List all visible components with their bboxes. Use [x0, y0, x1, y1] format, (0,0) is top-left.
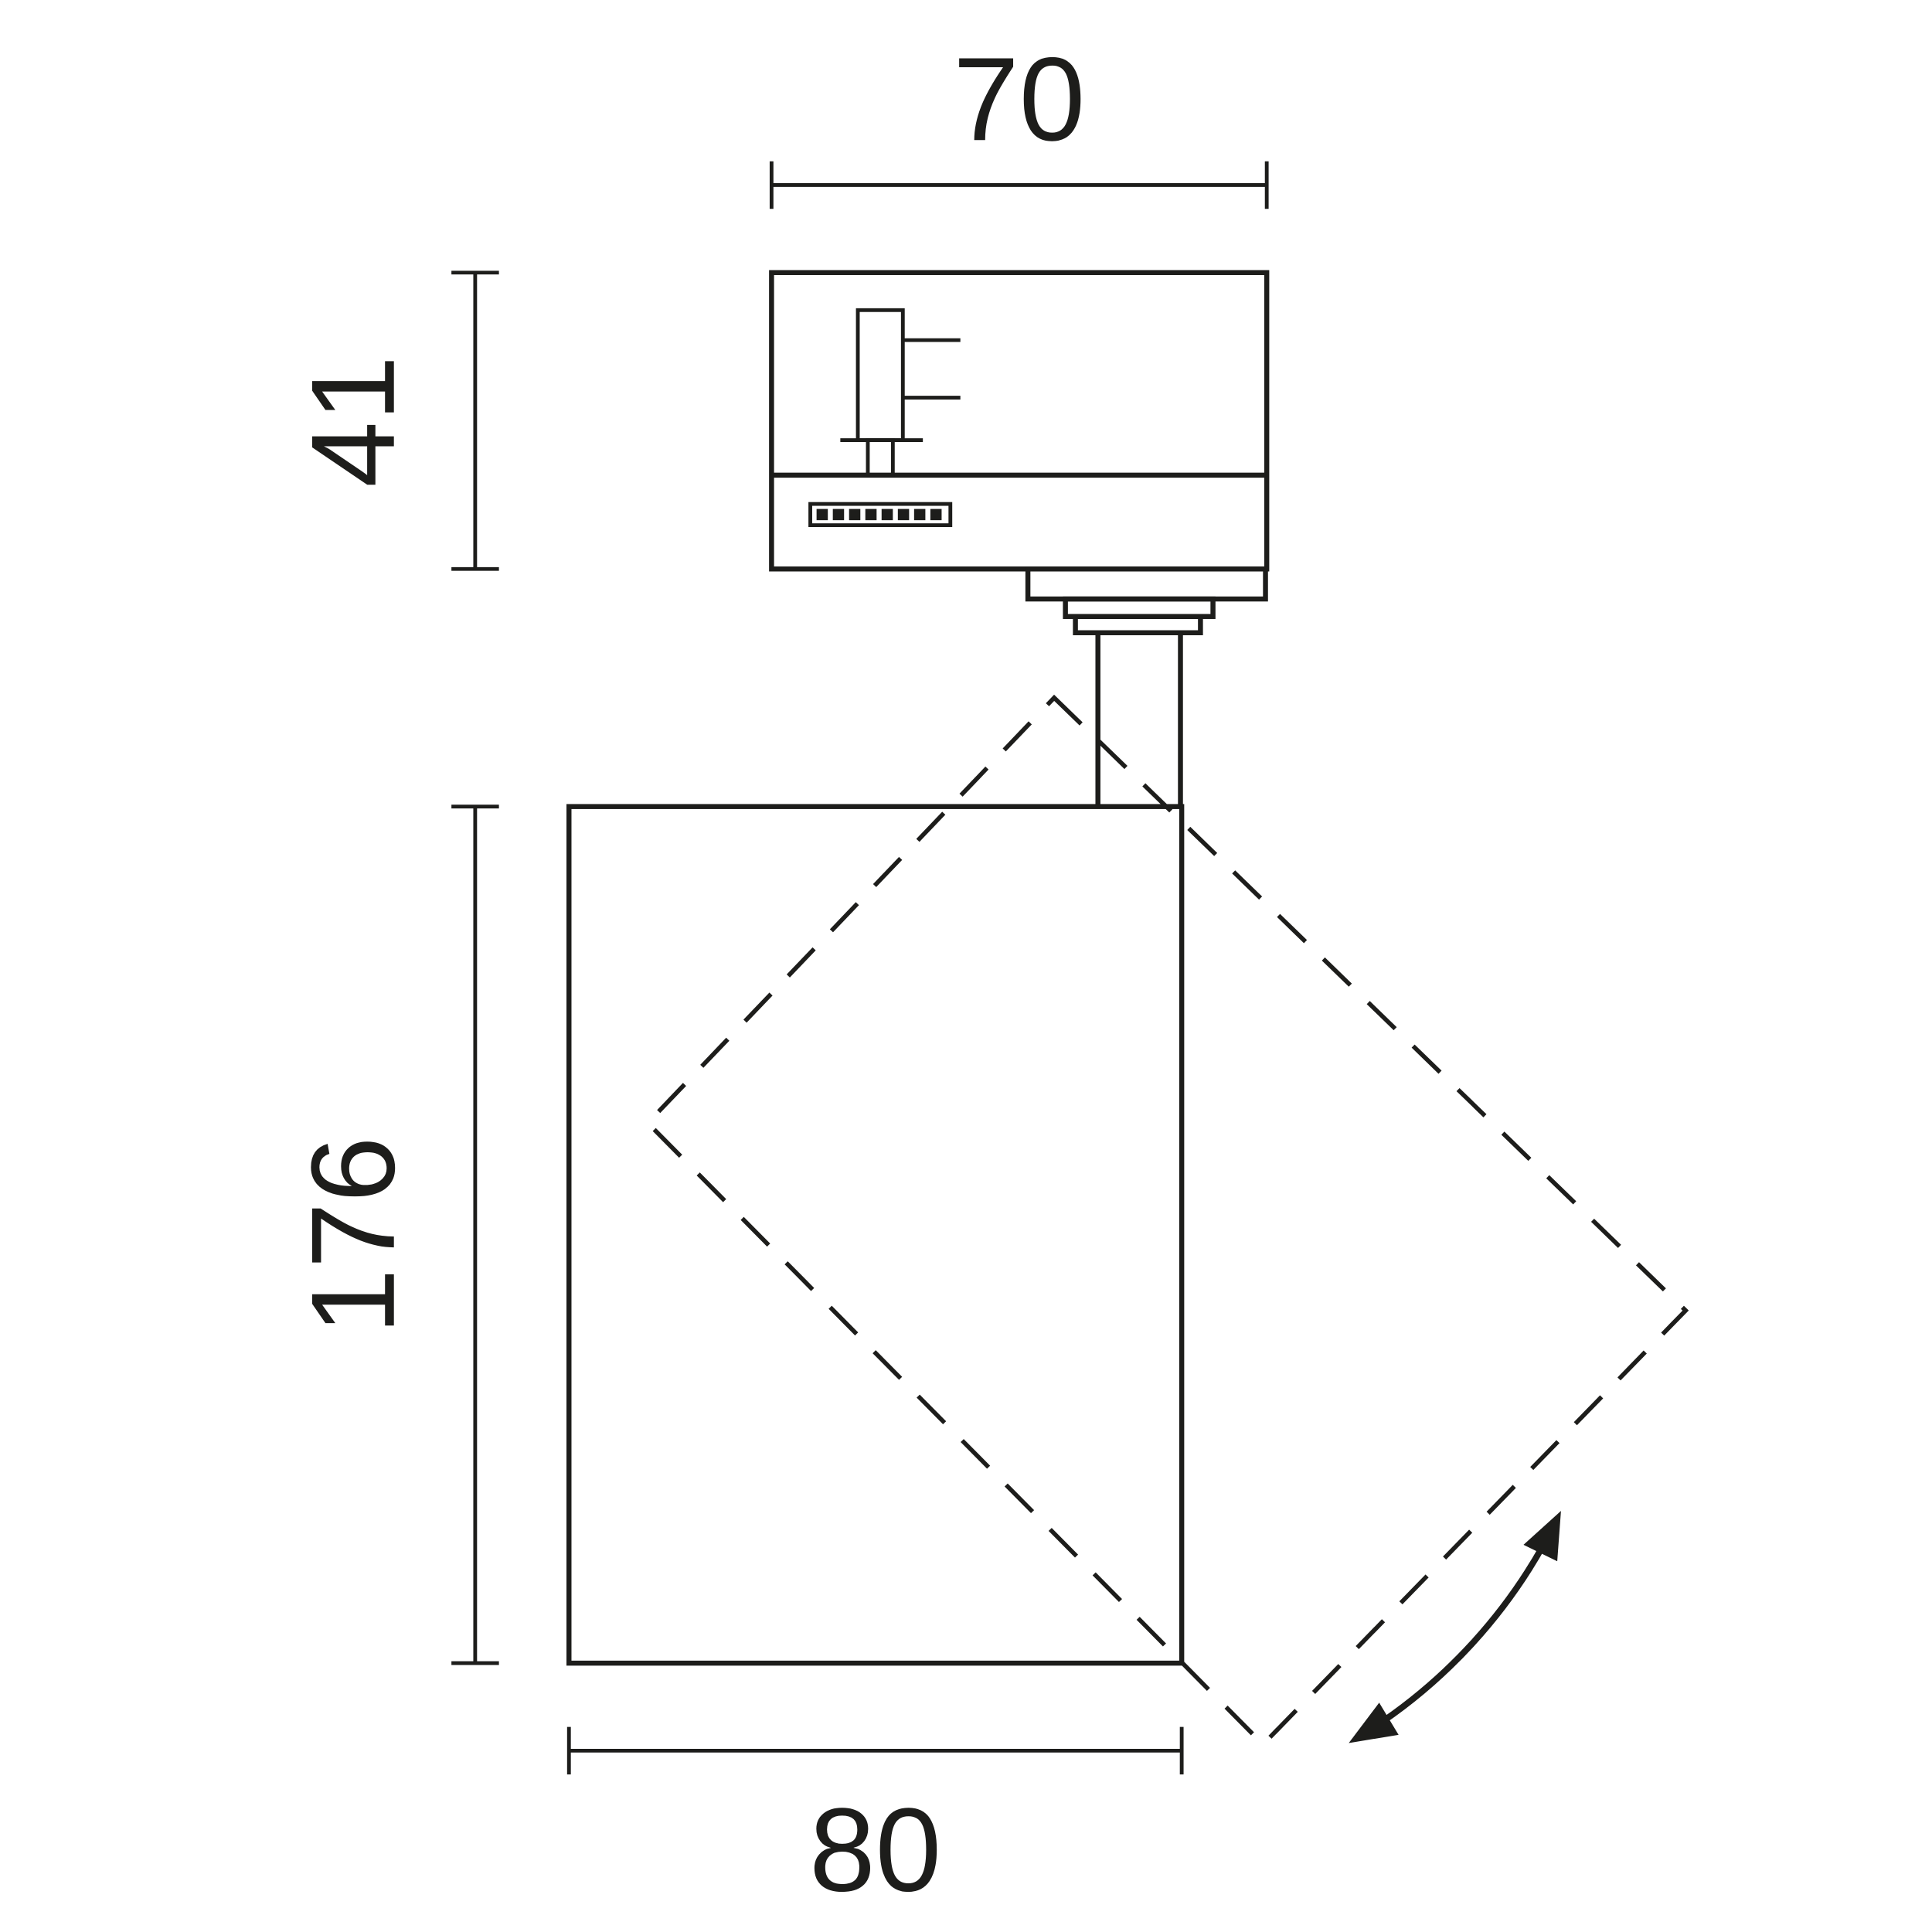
top-width-dimension: 70: [769, 32, 1269, 209]
terminal-strip: [808, 502, 953, 528]
body-height-dimension: 176: [287, 804, 499, 1665]
mounting-steps: [1025, 566, 1268, 807]
contact-pin: [840, 308, 961, 478]
top-width-label: 70: [953, 32, 1085, 165]
rotation-arrow: [1349, 1511, 1561, 1743]
body-height-label: 176: [287, 1136, 420, 1334]
bottom-width-label: 80: [809, 1784, 941, 1917]
bottom-width-dimension: 80: [566, 1726, 1184, 1917]
step-2: [1063, 596, 1216, 619]
adapter-outline: [769, 270, 1270, 572]
terminal-strip-outline: [808, 502, 953, 528]
adapter-height-dimension: 41: [287, 270, 499, 571]
rotated-body-dashed: [645, 694, 1689, 1748]
pin-base: [866, 438, 895, 478]
pin-body: [855, 308, 905, 443]
adapter-height-label: 41: [287, 355, 420, 488]
step-3: [1073, 614, 1203, 636]
lamp-body: [566, 804, 1185, 1666]
track-adapter: [769, 270, 1270, 572]
step-1: [1025, 566, 1268, 602]
